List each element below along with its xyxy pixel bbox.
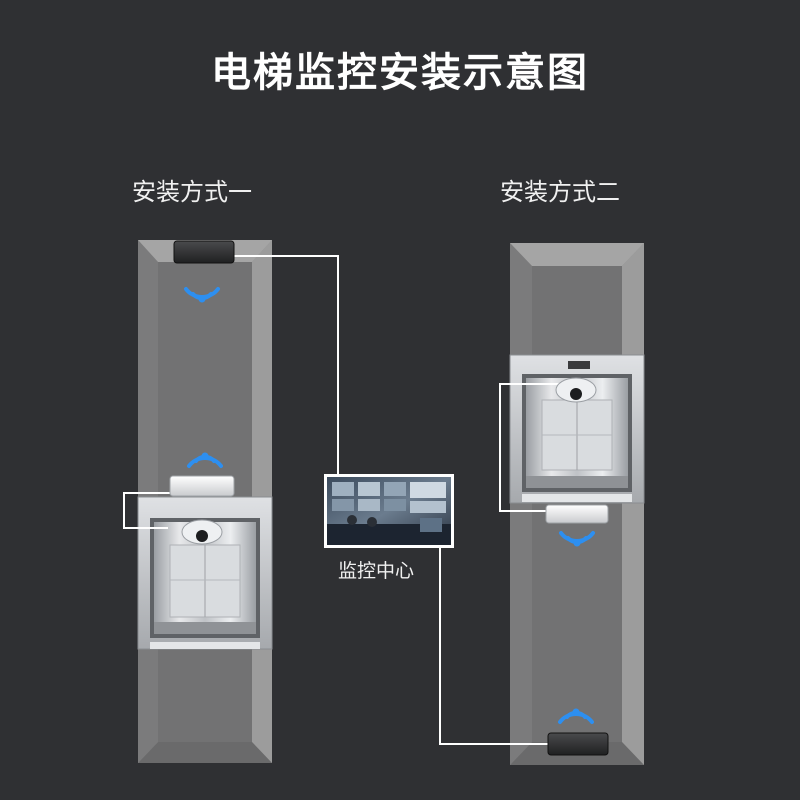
page-title: 电梯监控安装示意图	[211, 50, 589, 96]
wireless-bridge-icon	[545, 504, 609, 524]
method-2-label: 安装方式二	[500, 178, 620, 206]
dome-camera-icon	[181, 519, 223, 545]
cable-center-to-bridge2	[439, 546, 550, 745]
floor-indicator	[568, 361, 590, 369]
wifi-icon	[184, 287, 220, 303]
dome-camera-icon	[555, 377, 597, 403]
cable-car2-link	[499, 383, 562, 512]
elevator-shaft-2	[510, 243, 644, 765]
cable-car1-link	[123, 492, 170, 529]
wireless-bridge-icon	[169, 475, 235, 497]
elevator-car-2	[509, 354, 645, 504]
wifi-icon	[558, 708, 594, 724]
wifi-icon	[187, 452, 223, 468]
method-1-label: 安装方式一	[132, 178, 252, 206]
signal-cables	[123, 255, 562, 745]
wireless-bridge-icon	[173, 240, 235, 264]
monitor-screen-icon	[324, 474, 454, 548]
wireless-bridge-icon	[547, 732, 609, 756]
cable-bridge1-to-center	[232, 255, 339, 476]
monitoring-center-label: 监控中心	[338, 560, 415, 582]
wifi-icon	[559, 531, 595, 547]
